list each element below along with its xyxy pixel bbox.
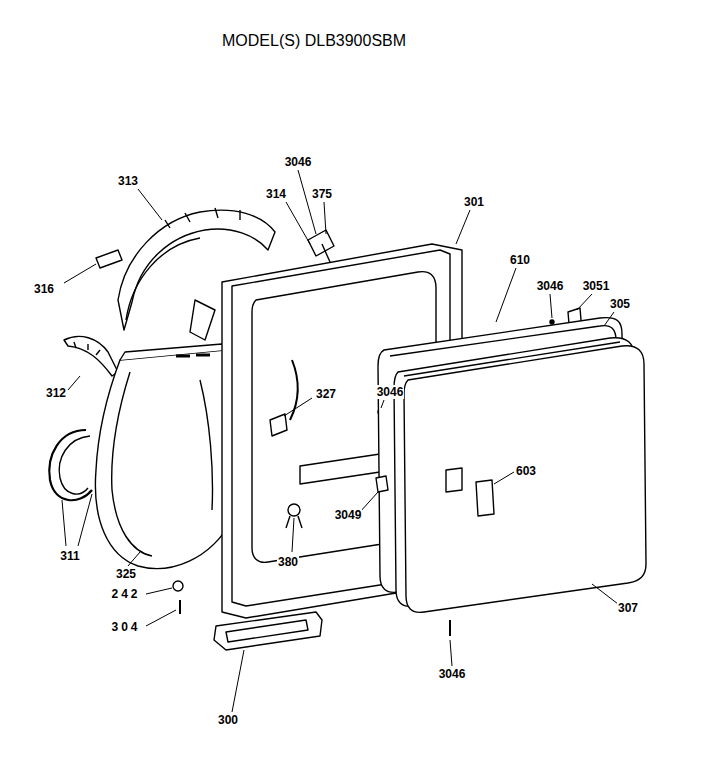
model-title: MODEL(S) DLB3900SBM — [222, 32, 406, 50]
callout-number: 307 — [617, 601, 639, 615]
callout-number: 311 — [59, 549, 80, 563]
callout-number: 312 — [45, 386, 67, 400]
callout-number: 300 — [217, 713, 239, 727]
callout-number: 304 — [110, 620, 141, 634]
callout-number: 316 — [33, 282, 55, 296]
callout-number: 3049 — [334, 508, 363, 522]
callout-number: 314 — [265, 187, 287, 201]
callout-number: 301 — [463, 195, 485, 209]
callout-number: 242 — [110, 587, 141, 601]
callout-number: 3046 — [536, 279, 565, 293]
callout-number: 327 — [315, 387, 337, 401]
callout-number: 610 — [509, 253, 531, 267]
callout-number: 3046 — [284, 155, 313, 169]
callout-number: 313 — [117, 174, 139, 188]
callout-number: 603 — [515, 464, 537, 478]
callout-number: 3051 — [582, 279, 611, 293]
callout-number: 3046 — [376, 385, 405, 399]
callout-number: 325 — [115, 567, 137, 581]
callout-number: 380 — [277, 555, 299, 569]
callout-number: 3046 — [438, 667, 467, 681]
callout-number: 375 — [311, 187, 333, 201]
callout-number: 305 — [609, 297, 631, 311]
